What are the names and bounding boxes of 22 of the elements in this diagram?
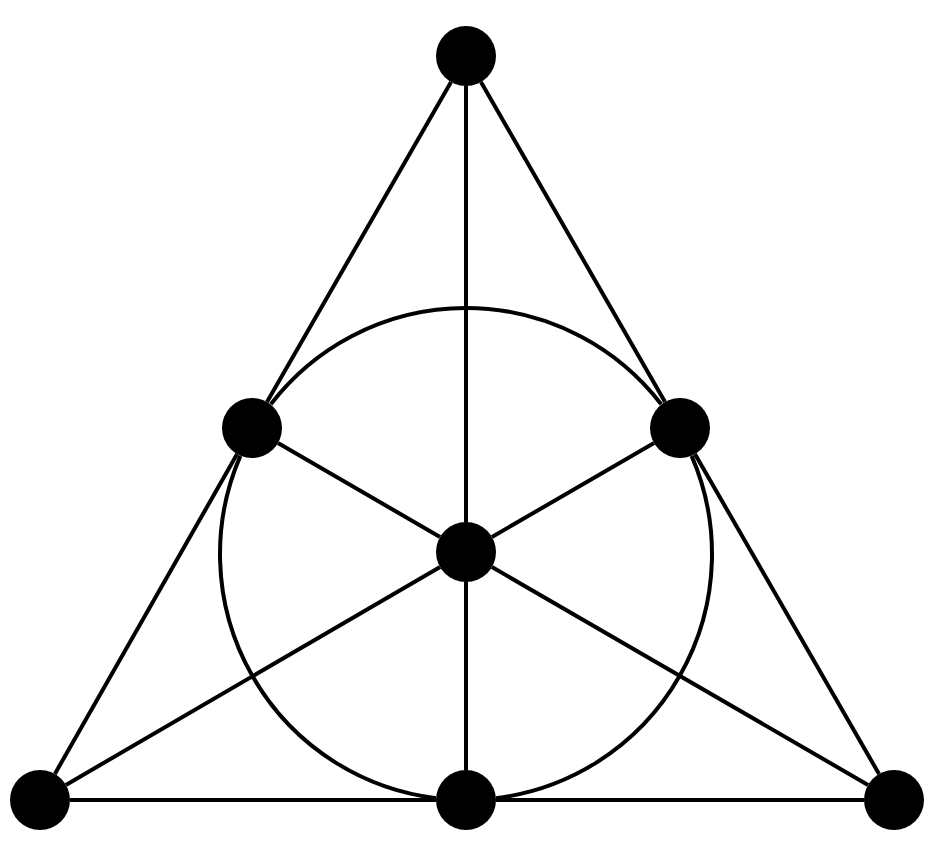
point-dot — [864, 770, 924, 830]
line-segment — [496, 798, 864, 802]
line-segment — [464, 582, 468, 770]
line-segment — [70, 798, 436, 802]
point-dot — [650, 398, 710, 458]
circle-arc — [495, 455, 714, 801]
point-dot — [10, 770, 70, 830]
line-segment — [64, 565, 442, 787]
line-segment — [464, 86, 468, 522]
circle-arc — [218, 455, 437, 801]
line-segment — [693, 453, 881, 775]
line-segment — [276, 441, 442, 539]
line-segment — [479, 81, 667, 403]
point-dot — [222, 398, 282, 458]
line-segment — [490, 565, 870, 787]
point-dot — [436, 770, 496, 830]
line-segment — [265, 81, 453, 403]
circle-arc — [269, 306, 663, 406]
point-dot — [436, 26, 496, 86]
point-dot — [436, 522, 496, 582]
line-segment — [490, 441, 656, 539]
line-segment — [53, 453, 239, 775]
